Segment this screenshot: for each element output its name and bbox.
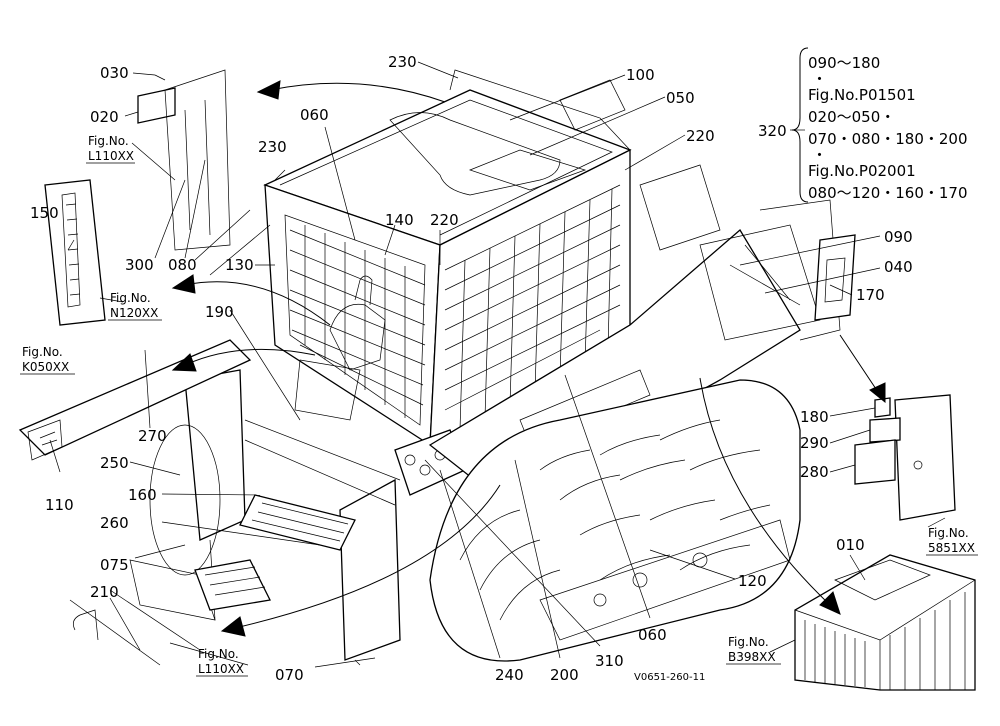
svg-text:Fig.No.: Fig.No. <box>22 345 63 359</box>
callout-110: 110 <box>45 496 74 514</box>
callout-030: 030 <box>100 64 129 82</box>
set-note-line: Fig.No.P01501 <box>808 86 916 104</box>
callout-230-top: 230 <box>388 53 417 71</box>
callout-140: 140 <box>385 211 414 229</box>
callout-240: 240 <box>495 666 524 684</box>
callout-020: 020 <box>90 108 119 126</box>
fig-ref-5851: Fig.No. 5851XX <box>926 526 978 556</box>
fig-ref-l110-bottom: Fig.No. L110XX <box>196 647 248 677</box>
callout-210: 210 <box>90 583 119 601</box>
set-note: 090～180 ・ Fig.No.P01501 020～050・ 070・080… <box>808 54 968 202</box>
set-note-line: Fig.No.P02001 <box>808 162 916 180</box>
set-note-line: 090～180 <box>808 54 880 72</box>
callout-050: 050 <box>666 89 695 107</box>
fig-ref-k050: Fig.No. K050XX <box>20 345 75 375</box>
battery-ribs <box>804 592 966 690</box>
callout-200: 200 <box>550 666 579 684</box>
callout-010: 010 <box>836 536 865 554</box>
callout-290: 290 <box>800 434 829 452</box>
callout-260: 260 <box>100 514 129 532</box>
callout-220-right: 220 <box>686 127 715 145</box>
callout-labels: 030 020 150 300 080 230 230 060 100 050 … <box>30 53 913 684</box>
fig-ref-n120: Fig.No. N120XX <box>108 291 162 321</box>
callout-040: 040 <box>884 258 913 276</box>
svg-text:L110XX: L110XX <box>198 662 244 676</box>
svg-text:L110XX: L110XX <box>88 149 134 163</box>
assembly-arrows <box>171 80 886 637</box>
callout-270: 270 <box>138 427 167 445</box>
leader-lines <box>49 61 946 668</box>
set-note-line: 080～120・160・170 <box>808 184 968 202</box>
svg-text:K050XX: K050XX <box>22 360 69 374</box>
callout-220-mid: 220 <box>430 211 459 229</box>
callout-230-left: 230 <box>258 138 287 156</box>
set-note-line: 020～050・ <box>808 108 895 126</box>
callout-060-top: 060 <box>300 106 329 124</box>
callout-180: 180 <box>800 408 829 426</box>
callout-160: 160 <box>128 486 157 504</box>
callout-120: 120 <box>738 572 767 590</box>
callout-170: 170 <box>856 286 885 304</box>
callout-190: 190 <box>205 303 234 321</box>
svg-text:B398XX: B398XX <box>728 650 776 664</box>
track-tread <box>459 419 771 621</box>
fig-ref-b398: Fig.No. B398XX <box>726 635 781 665</box>
callout-150: 150 <box>30 204 59 222</box>
callout-250: 250 <box>100 454 129 472</box>
callout-320: 320 <box>758 122 787 140</box>
svg-text:N120XX: N120XX <box>110 306 158 320</box>
set-note-line: ・ <box>812 70 827 88</box>
set-note-bracket <box>791 47 809 203</box>
callout-060-bottom: 060 <box>638 626 667 644</box>
svg-text:Fig.No.: Fig.No. <box>88 134 129 148</box>
svg-text:5851XX: 5851XX <box>928 541 975 555</box>
svg-text:Fig.No.: Fig.No. <box>728 635 769 649</box>
callout-075: 075 <box>100 556 129 574</box>
fig-ref-l110-top: Fig.No. L110XX <box>86 134 135 164</box>
front-grille-mesh <box>289 225 426 418</box>
callout-280: 280 <box>800 463 829 481</box>
machine-illustration <box>129 69 841 666</box>
callout-090: 090 <box>884 228 913 246</box>
set-note-line: ・ <box>812 146 827 164</box>
side-grille-mesh <box>444 184 621 431</box>
drawing-code: V0651-260-11 <box>634 672 705 683</box>
figure-references: Fig.No. L110XX Fig.No. N120XX Fig.No. K0… <box>20 134 978 677</box>
callout-310: 310 <box>595 652 624 670</box>
callout-130: 130 <box>225 256 254 274</box>
svg-text:Fig.No.: Fig.No. <box>198 647 239 661</box>
svg-text:Fig.No.: Fig.No. <box>928 526 969 540</box>
callout-100: 100 <box>626 66 655 84</box>
callout-300: 300 <box>125 256 154 274</box>
svg-text:Fig.No.: Fig.No. <box>110 291 151 305</box>
callout-070: 070 <box>275 666 304 684</box>
set-note-line: 070・080・180・200 <box>808 130 968 148</box>
callout-080: 080 <box>168 256 197 274</box>
